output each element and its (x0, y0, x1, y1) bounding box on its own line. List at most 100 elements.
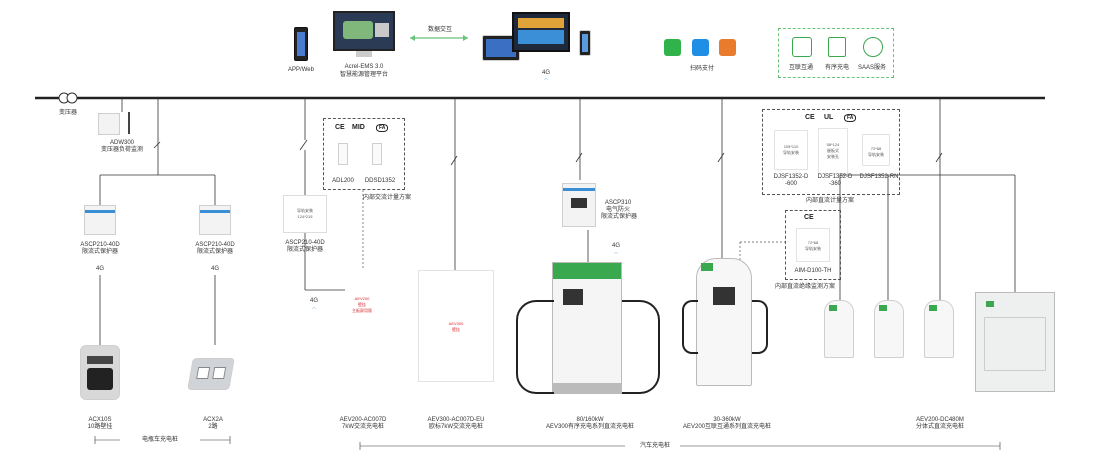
dc-meter-3: DJSF1352-RN (859, 174, 899, 180)
split-dc-terminal-1 (824, 300, 854, 358)
fire-desc-1: 电气防火 (605, 207, 630, 213)
ebike-group-label: 电瓶车充电桩 (141, 437, 178, 443)
insul-scheme: 内部直流绝缘监测方案 (774, 284, 835, 290)
ac-pile1-note-3: 主板屏用版 (352, 308, 372, 313)
insul-note-2: 导轨安装 (805, 246, 821, 251)
ac-prot-desc: 限流式保护器 (286, 247, 323, 253)
dc-pile-30-360kw (696, 258, 752, 386)
ac-pile1-note-2: 壁挂 (358, 302, 366, 307)
insul-note-1: 72*68 (807, 240, 819, 245)
adl200-meter (338, 143, 348, 165)
ac-cert-mid: MID (352, 124, 365, 131)
ac-pile-2 (418, 270, 494, 382)
ems-desc: 智慧能源管理平台 (339, 72, 388, 78)
dc-pile2-model: 30-360kW (713, 417, 741, 423)
dc-pile1-desc: AEV300有序充电系列直流充电桩 (545, 424, 635, 430)
charging-cable-left (516, 300, 554, 394)
ebike-protector-2 (199, 205, 231, 235)
split-dc-terminal-2 (874, 300, 904, 358)
ac-pile2-model: AEV300-AC007D-EU (427, 417, 485, 423)
dc-meter2-note-1: 58*124 (826, 142, 840, 147)
ems-monitor (333, 11, 395, 51)
platform-4g-label: 4G (541, 70, 550, 76)
dc-meter-1: DJSF1352-D (773, 174, 809, 180)
ebike-prot1-desc: 限流式保护器 (81, 249, 118, 255)
ac-pile1-model: AEV200-AC007D (339, 417, 387, 423)
ebike-prot1-model: ASCP210-40D (80, 242, 120, 248)
ac-pile1-desc: 7kW交流充电桩 (341, 424, 384, 430)
interconnect-icon (792, 37, 812, 57)
dc-pile1-model: 80/160kW (576, 417, 604, 423)
service-label-3: SAAS服务 (857, 65, 886, 71)
insul-model: AIM-D100-TH (794, 268, 832, 274)
ac-cert-ce: CE (335, 124, 345, 131)
data-exchange-label: 数据交互 (427, 27, 452, 33)
ac-prot-model: ASCP210-40D (285, 240, 325, 246)
adw-model: ADW300 (109, 140, 134, 146)
ac-wifi-icon: ◠ (312, 306, 316, 311)
ebike-signal-1: 4G (95, 266, 104, 272)
ebike-prot2-model: ASCP210-40D (195, 242, 235, 248)
service-label-2: 有序充电 (824, 65, 849, 71)
insul-cert-ce: CE (804, 214, 814, 221)
dc-pile3-desc: 分体式直流充电桩 (915, 424, 964, 430)
djsf1352-d360 (818, 128, 848, 174)
dc-meter-1b: -600 (784, 181, 797, 187)
services-box (778, 28, 894, 78)
dc-meter3-note-1: 72*88 (870, 146, 882, 151)
ddsd1352-meter (372, 143, 382, 165)
dc-metering-scheme: 内部直流计量方案 (805, 198, 854, 204)
ac-metering-box (323, 118, 405, 190)
transformer-label: 变压器 (58, 110, 77, 116)
dc-cert-ul: UL (824, 114, 834, 121)
alipay-icon (692, 39, 709, 56)
dc-pile2-desc: AEV200互联互通系列直流充电桩 (682, 424, 772, 430)
dashboard-monitor (512, 12, 570, 52)
dc-signal: 4G (611, 243, 620, 249)
ebike-pile2-desc: 2路 (208, 424, 218, 430)
dc-cert-fa: FA (844, 114, 857, 122)
app-web-label: APP/Web (288, 67, 314, 73)
dc-meter1-note-1: 105*110 (783, 144, 799, 149)
ebike-pile1-desc: 10路壁挂 (87, 424, 113, 430)
adw-meter (98, 113, 120, 135)
ebike-pile1-model: ACX10S (88, 417, 112, 423)
ac-signal: 4G (309, 298, 318, 304)
ordered-charging-icon (828, 37, 846, 57)
ac-metering-scheme: 内部交流计量方案 (362, 195, 411, 201)
phone-device (294, 27, 308, 61)
dc2-cable-right (752, 300, 768, 354)
fire-desc-2: 限流式保护器 (600, 214, 637, 220)
ascp310-protector (562, 183, 596, 227)
wechat-pay-icon (664, 39, 681, 56)
saas-service-icon (863, 37, 883, 57)
ac-meter-1: ADL200 (332, 178, 354, 184)
unionpay-icon (719, 39, 736, 56)
ebike-prot2-desc: 限流式保护器 (196, 249, 233, 255)
service-label-1: 互联互通 (788, 65, 813, 71)
scan-pay-label: 扫码支付 (689, 66, 714, 72)
charging-cable-right (622, 300, 660, 394)
wifi-icon: ◠ (544, 77, 548, 82)
ems-name: Acrel-EMS 3.0 (344, 64, 384, 70)
ebike-protector-1 (84, 205, 116, 235)
ac-prot-note-1: 导轨安装 (297, 208, 313, 213)
dc-meter-2: DJSF1352-D (817, 174, 853, 180)
ac-protector (283, 195, 327, 233)
dc-meter-2b: -360 (828, 181, 841, 187)
dc-pile3-model: AEV200-DC480M (916, 417, 964, 423)
ac-cert-fa: FA (376, 124, 389, 132)
ebike-pile2-model: ACX2A (203, 417, 223, 423)
fire-model: ASCP310 (604, 200, 632, 206)
acx10s-pile (80, 345, 120, 400)
ac-pile2-note-2: 壁挂 (452, 327, 460, 332)
acx2a-pile (187, 358, 235, 390)
dc-wifi-icon: ◠ (614, 251, 618, 256)
djsf1352-d600 (774, 130, 808, 170)
dc-meter2-note-3: 安装孔 (827, 154, 839, 159)
dc-meter2-note-2: 嵌板式 (827, 148, 839, 153)
car-group-label: 汽车充电桩 (639, 443, 670, 449)
monitor-stand (356, 51, 372, 57)
ac-pile2-note-1: AEV300 (448, 321, 464, 326)
